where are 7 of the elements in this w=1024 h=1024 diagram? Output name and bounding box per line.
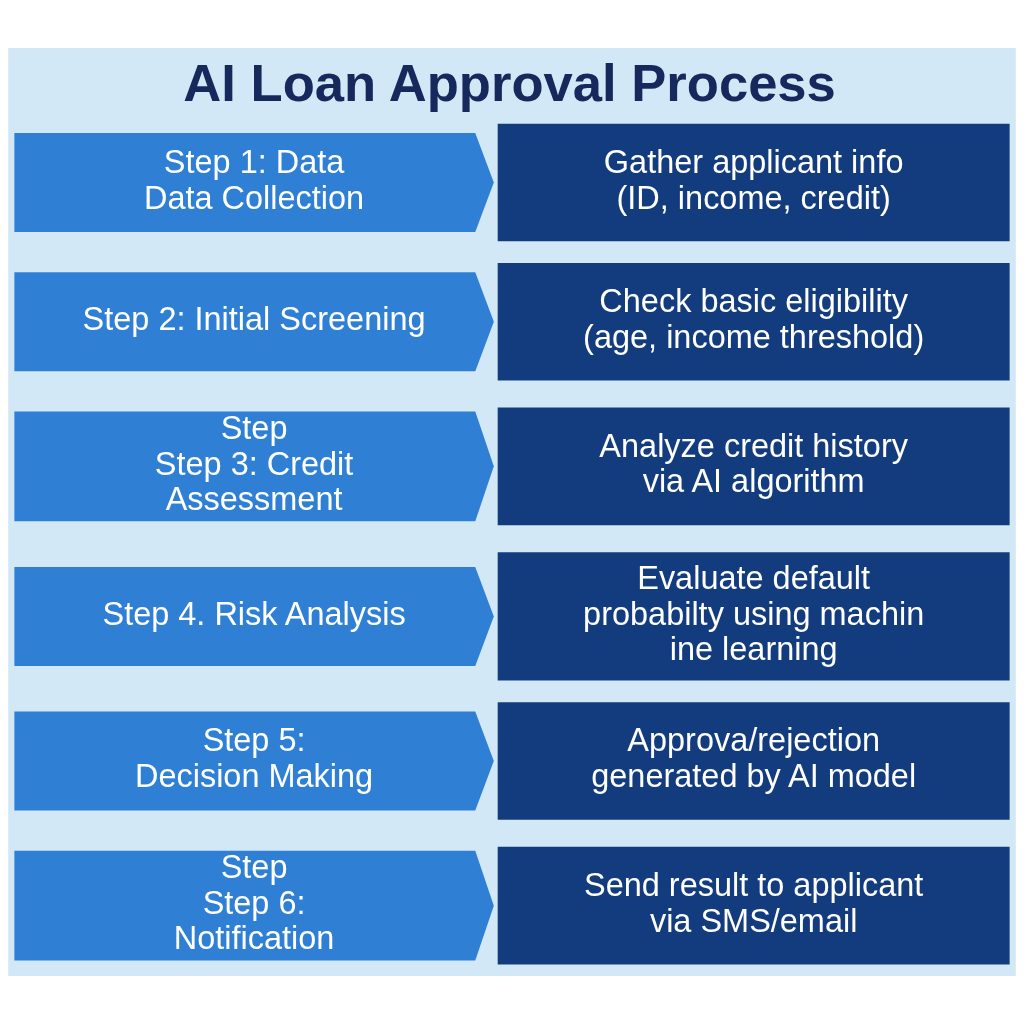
node-box: Check basic eligibility (age, income threshold) [497,263,1010,381]
node-box: Send result to applicant via SMS/email [497,846,1010,965]
diagram-title: AI Loan Approval Process [183,52,836,112]
node-box: Approva/rejection generated by AI model [497,702,1010,820]
node-box: Evaluate default probabilty using machin ine learning [497,552,1010,681]
node-box: Gather applicant info (ID, income, credit) [497,123,1010,242]
node-box: Analyze credit history via AI algorithm [497,407,1010,526]
